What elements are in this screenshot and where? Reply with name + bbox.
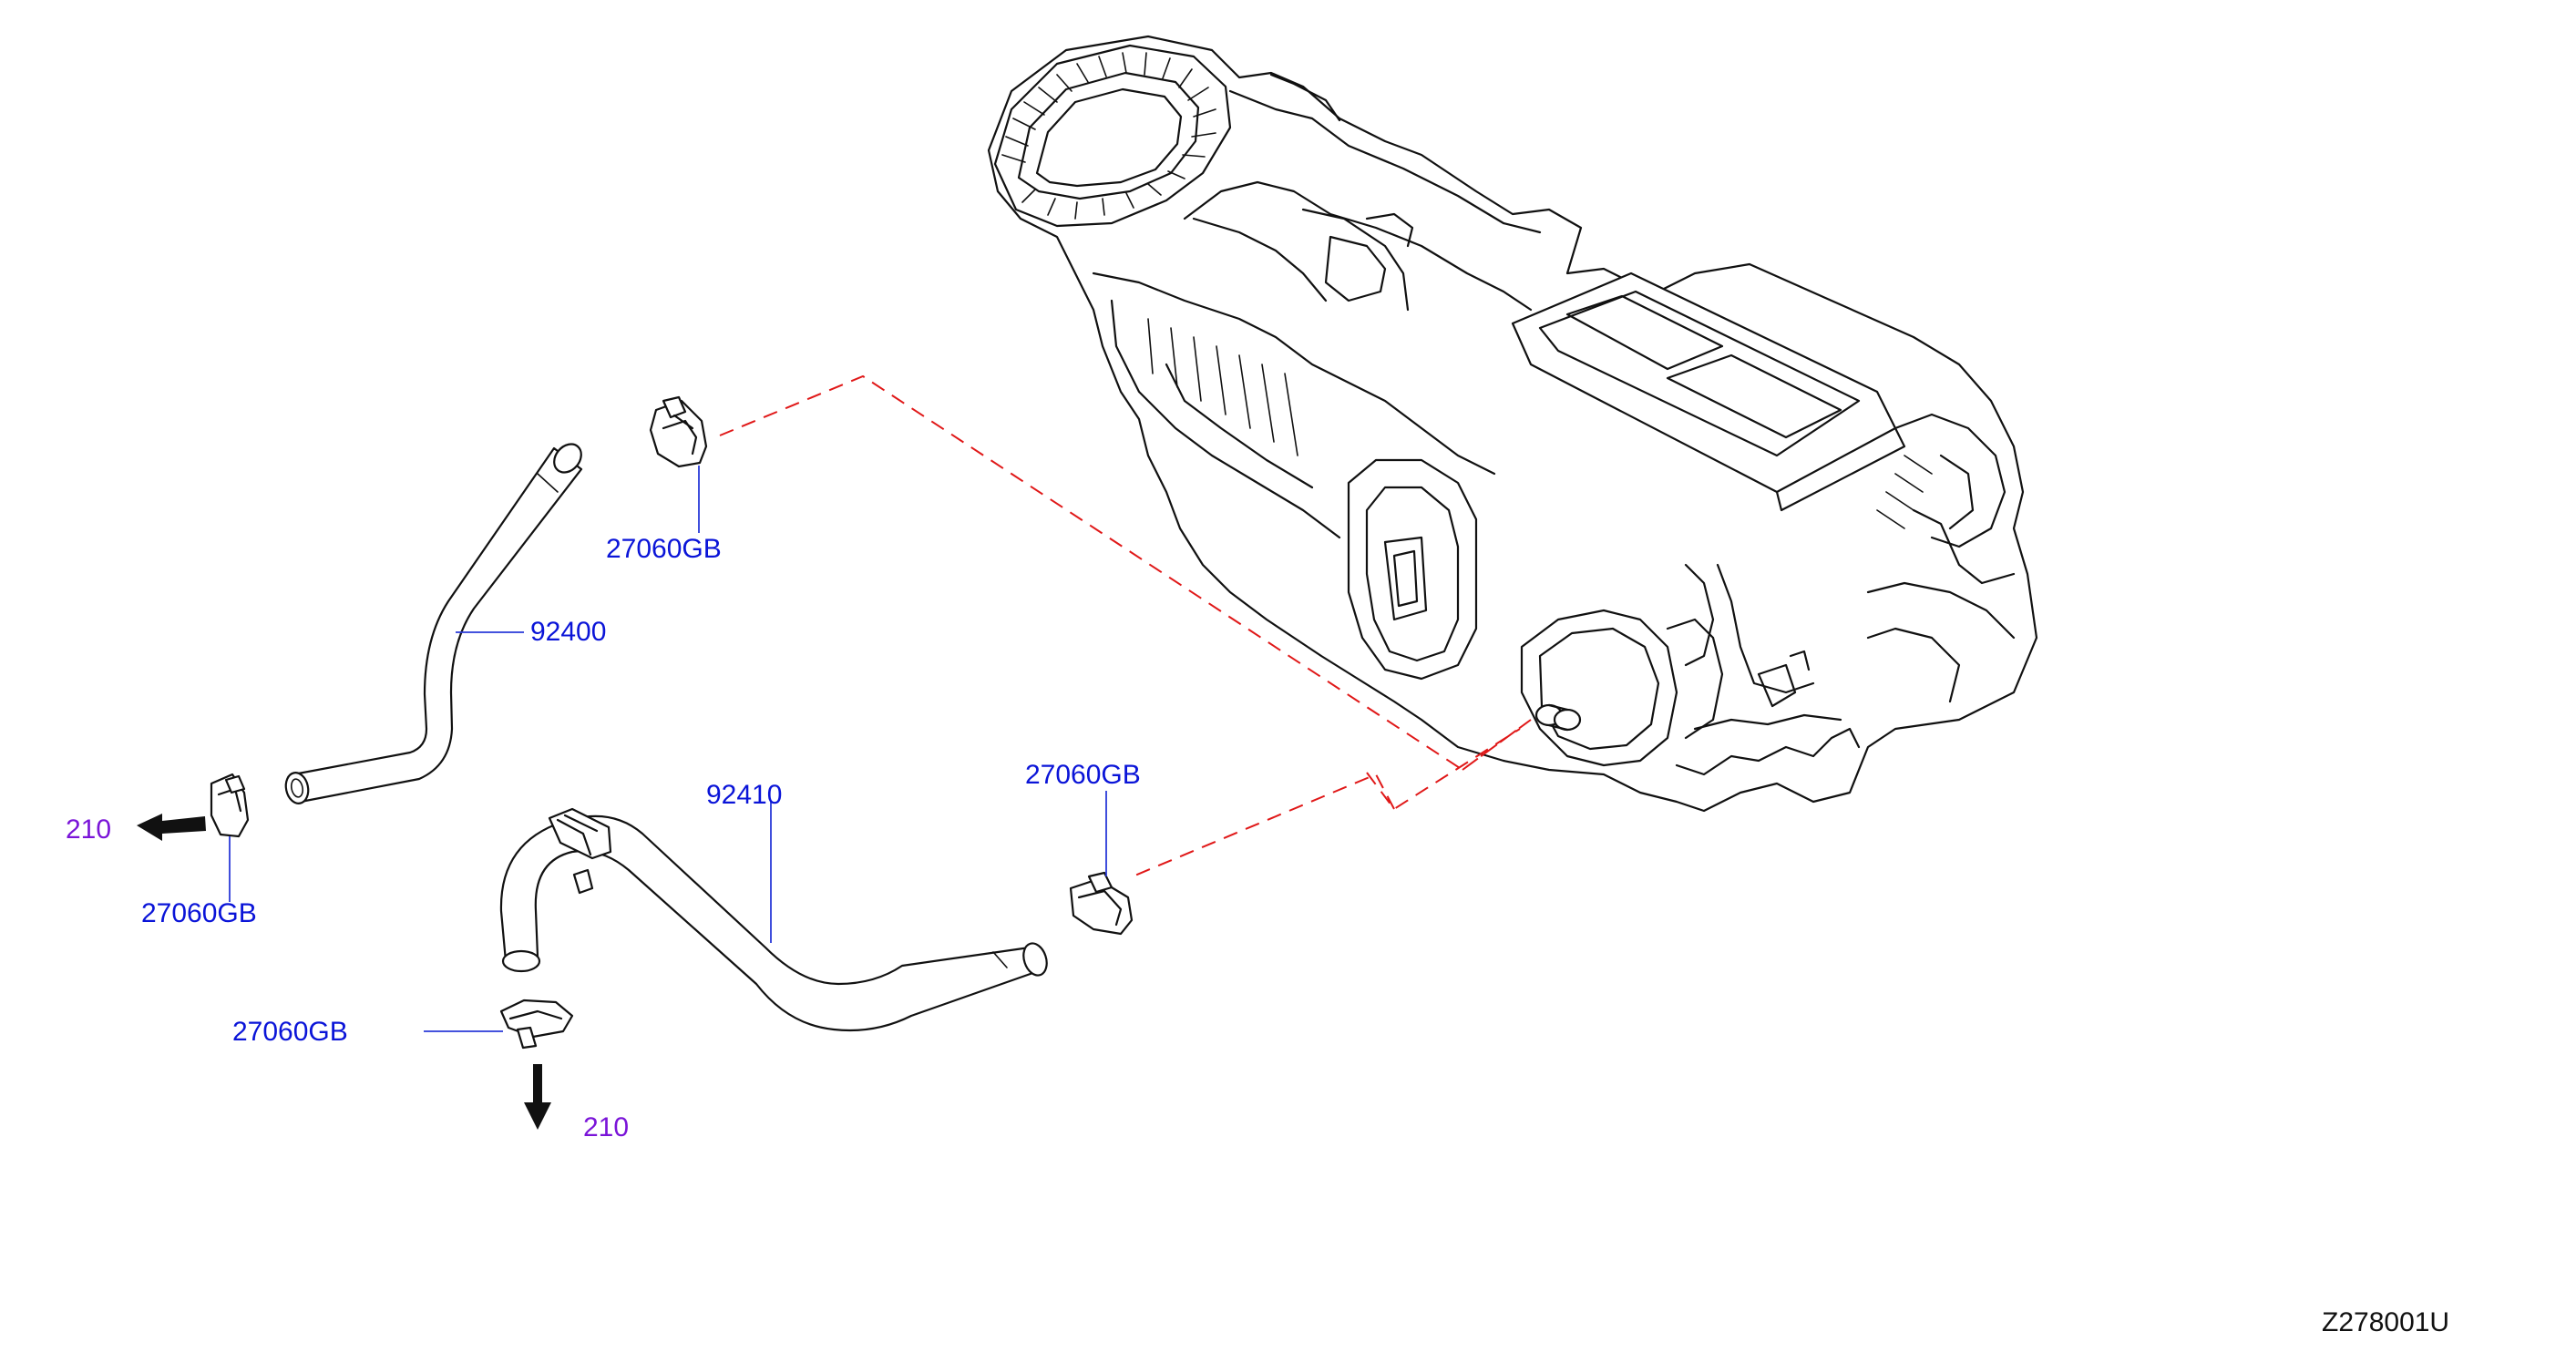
clamp-mid-drawing [1069, 871, 1134, 936]
label-27060gb-bottom: 27060GB [232, 1017, 348, 1047]
hose-92410-drawing [499, 807, 1048, 1032]
label-27060gb-mid: 27060GB [1025, 760, 1141, 790]
clamp-left-drawing [210, 773, 250, 838]
diagram-id: Z278001U [2322, 1307, 2449, 1337]
label-27060gb-left: 27060GB [141, 898, 257, 928]
hose-92400-drawing [284, 443, 583, 804]
label-92410: 92410 [706, 780, 782, 810]
label-92400: 92400 [530, 617, 606, 647]
arrow-left-icon [137, 814, 206, 841]
dashed-connection-line [719, 374, 1532, 877]
label-27060gb-upper: 27060GB [606, 534, 722, 564]
arrow-down-icon [524, 1064, 551, 1130]
clamp-bottom-drawing [499, 999, 574, 1050]
label-210-bottom: 210 [583, 1112, 629, 1142]
heater-unit-drawing [987, 35, 2038, 813]
leader-lines [229, 466, 1107, 1032]
clamp-upper-drawing [649, 395, 708, 468]
label-210-left: 210 [66, 814, 111, 845]
